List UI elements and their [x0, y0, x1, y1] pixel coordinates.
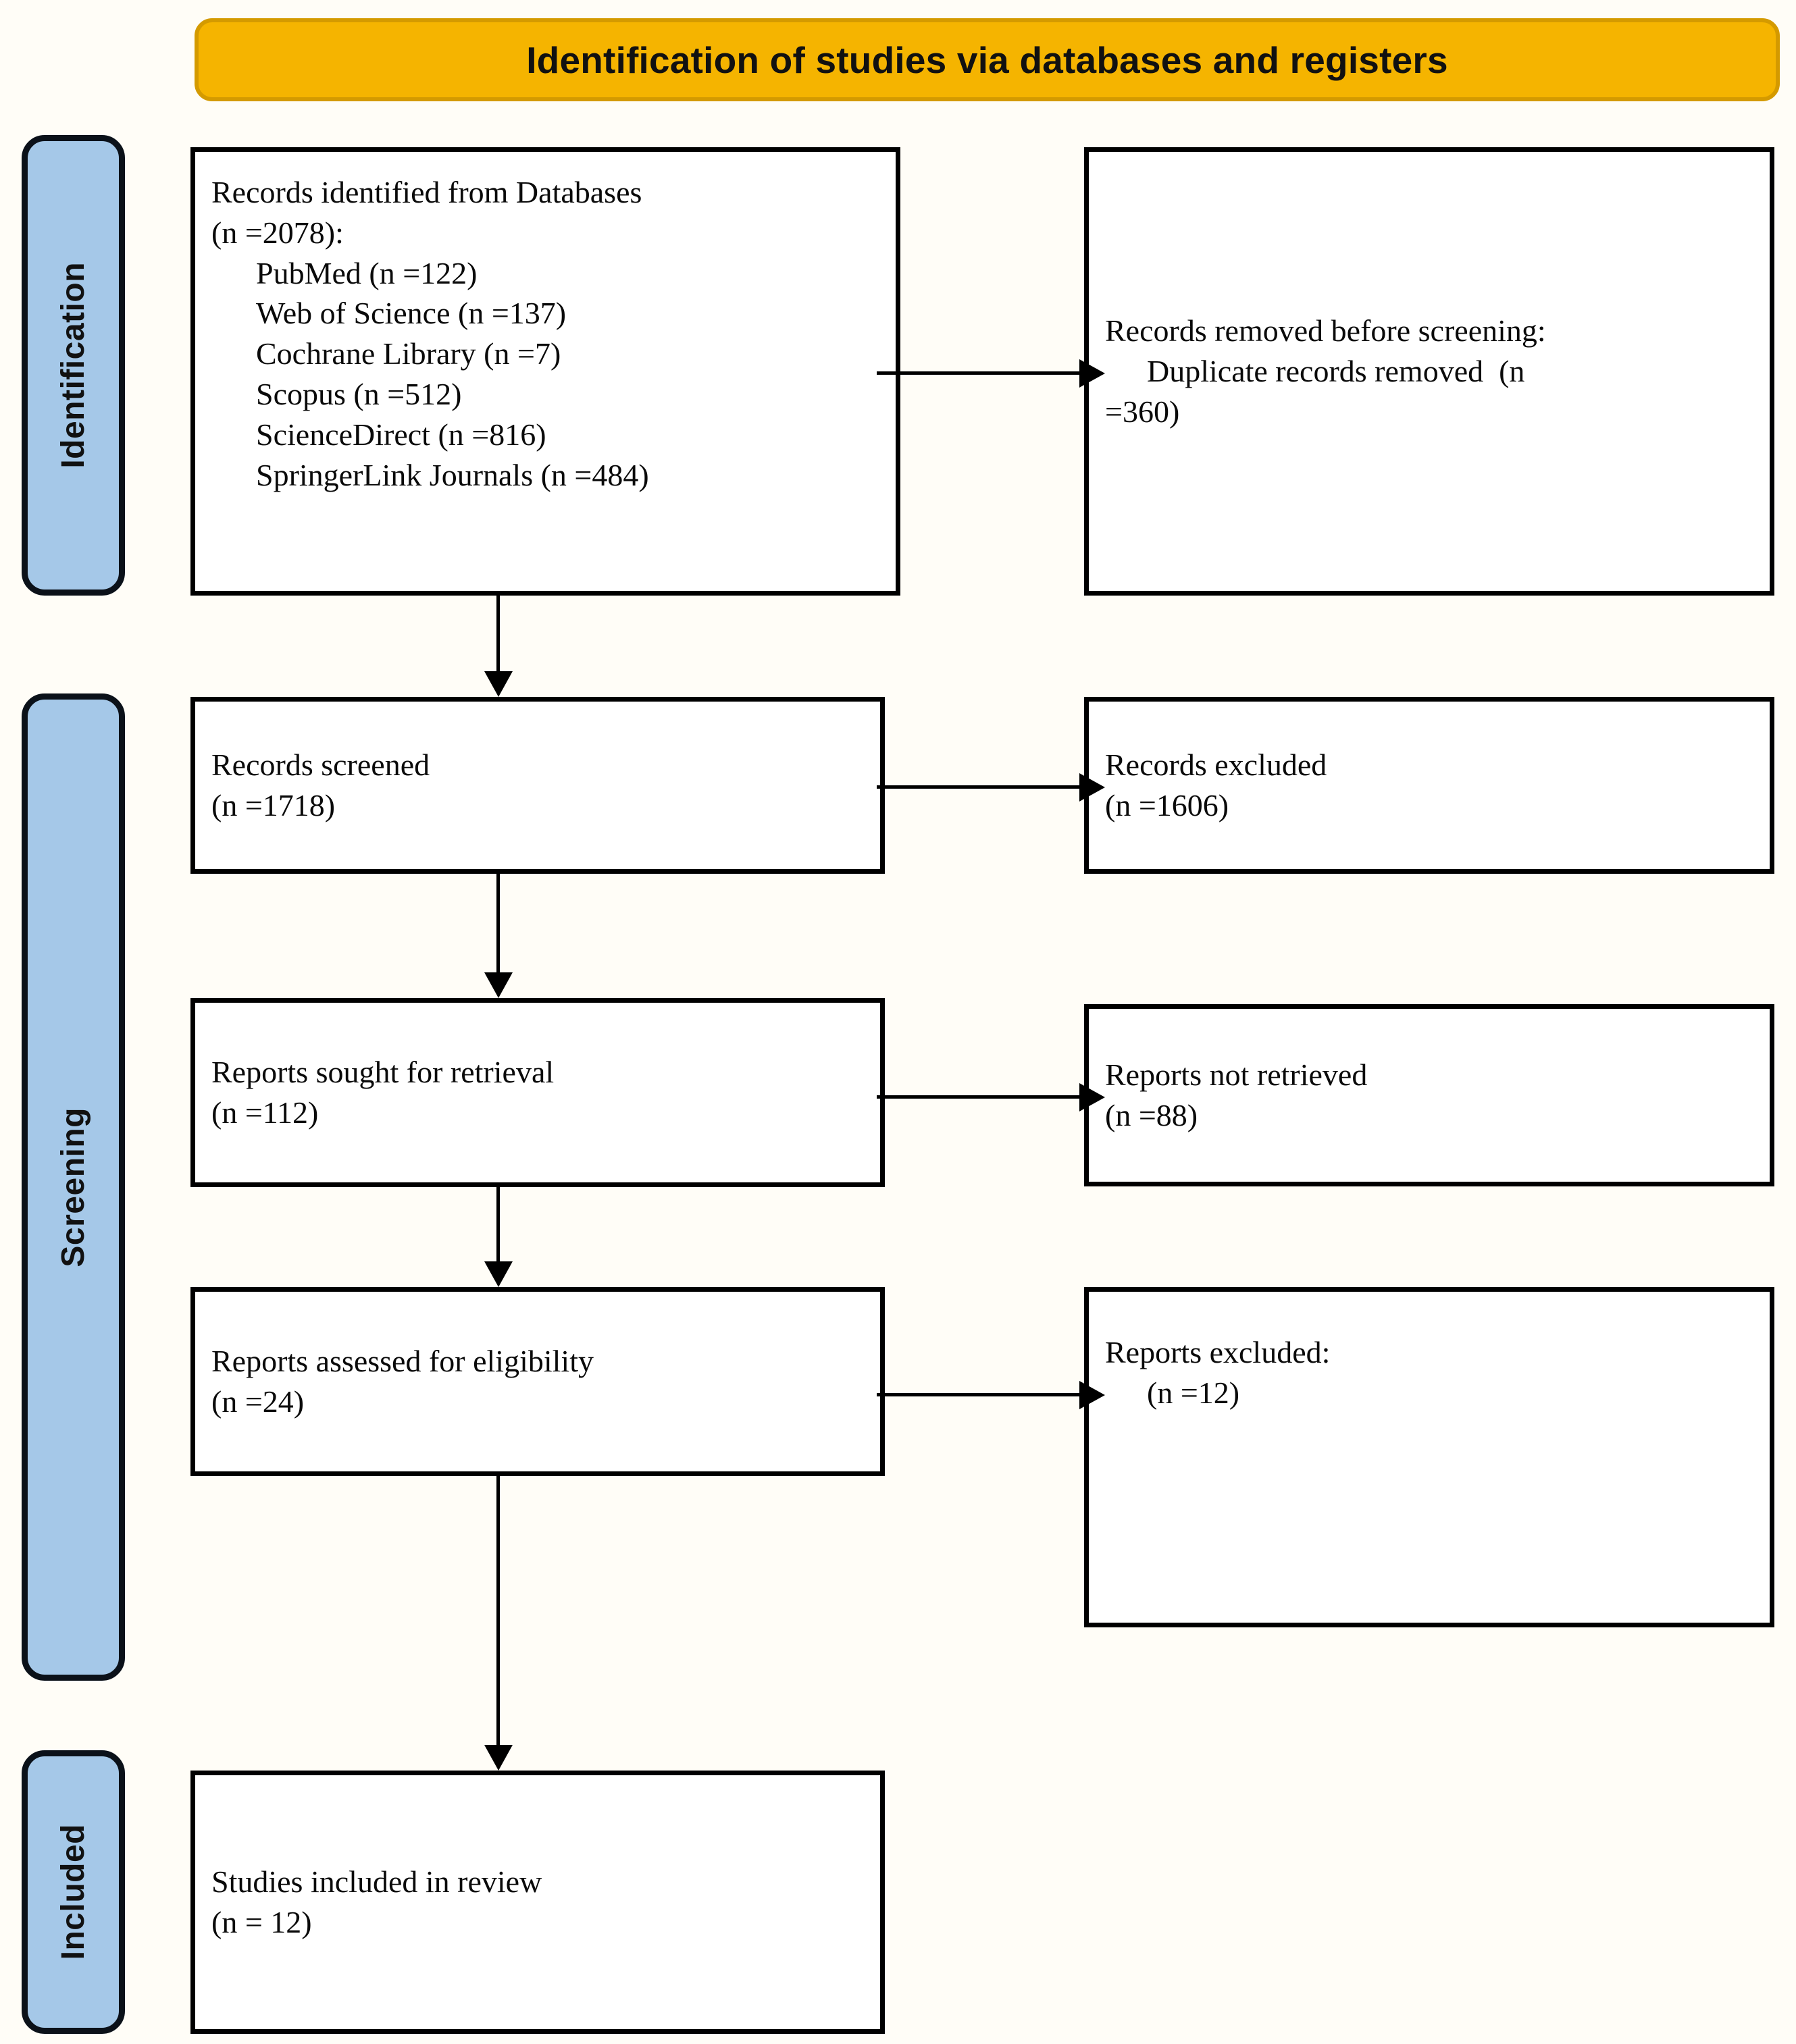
node-reports-excluded: Reports excluded: (n =12) [1084, 1287, 1774, 1627]
node-reports-not-retrieved-title: Reports not retrieved [1105, 1057, 1368, 1093]
stage-label-screening-text: Screening [55, 1107, 91, 1267]
node-source-springerlink: SpringerLink Journals (n =484) [256, 457, 649, 492]
node-records-identified-count: (n =2078): [211, 215, 344, 250]
node-source-cochrane: Cochrane Library (n =7) [256, 336, 561, 371]
node-reports-excluded-title: Reports excluded: [1105, 1335, 1331, 1369]
node-records-screened-title: Records screened [211, 748, 430, 783]
node-studies-included-count: (n = 12) [211, 1905, 312, 1939]
node-records-identified-title: Records identified from Databases [211, 175, 642, 209]
node-records-identified: Records identified from Databases (n =20… [190, 147, 900, 596]
node-reports-assessed-count: (n =24) [211, 1384, 305, 1419]
diagram-header-banner: Identification of studies via databases … [195, 18, 1780, 101]
node-reports-excluded-count: (n =12) [1147, 1375, 1240, 1410]
stage-label-included-text: Included [55, 1824, 91, 1960]
node-source-pubmed: PubMed (n =122) [256, 255, 478, 290]
node-records-removed-title: Records removed before screening: [1105, 313, 1546, 348]
node-reports-not-retrieved: Reports not retrieved (n =88) [1084, 1004, 1774, 1186]
node-reports-sought-title: Reports sought for retrieval [211, 1055, 555, 1090]
node-reports-sought: Reports sought for retrieval (n =112) [190, 998, 885, 1187]
node-reports-assessed-title: Reports assessed for eligibility [211, 1344, 594, 1379]
node-records-screened-count: (n =1718) [211, 788, 336, 822]
node-records-screened: Records screened (n =1718) [190, 697, 885, 874]
stage-label-identification: Identification [22, 135, 125, 596]
node-studies-included-title: Studies included in review [211, 1864, 542, 1899]
node-reports-assessed: Reports assessed for eligibility (n =24) [190, 1287, 885, 1476]
node-records-removed-line3: =360) [1105, 394, 1180, 429]
node-source-sciencedirect: ScienceDirect (n =816) [256, 417, 546, 452]
node-source-scopus: Scopus (n =512) [256, 376, 462, 411]
node-records-removed-line2: Duplicate records removed (n [1147, 354, 1525, 389]
node-reports-sought-count: (n =112) [211, 1095, 319, 1130]
node-studies-included: Studies included in review (n = 12) [190, 1771, 885, 2034]
node-records-removed: Records removed before screening: Duplic… [1084, 147, 1774, 596]
node-records-excluded-title: Records excluded [1105, 748, 1327, 783]
node-source-web-of-science: Web of Science (n =137) [256, 296, 567, 331]
node-reports-not-retrieved-count: (n =88) [1105, 1098, 1198, 1132]
stage-label-included: Included [22, 1750, 125, 2034]
node-records-excluded-count: (n =1606) [1105, 788, 1229, 822]
stage-label-identification-text: Identification [55, 262, 91, 469]
page-title: Identification of studies via databases … [526, 38, 1448, 81]
node-records-excluded: Records excluded (n =1606) [1084, 697, 1774, 874]
stage-label-screening: Screening [22, 693, 125, 1681]
